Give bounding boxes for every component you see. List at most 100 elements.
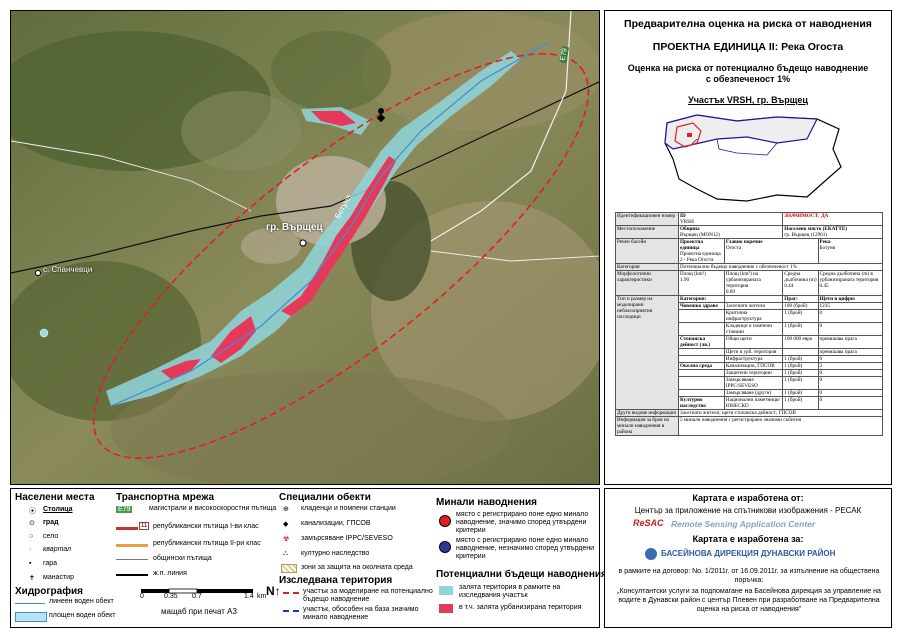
legend-town: град (43, 519, 59, 526)
impact-group: Културно наследство (678, 396, 725, 410)
urban-depth-head: Средна дълбочина (m) в урбанизираната те… (819, 271, 879, 283)
impact-item: Засегнати жители (723, 302, 784, 310)
impact-threshold: 1 (брой) (782, 389, 819, 397)
unit-value: Проектна единица 2 - Река Огоста (680, 251, 721, 263)
impact-group: Околна среда (678, 362, 725, 370)
monastery-icon: ✝ (29, 575, 35, 582)
urban-depth-value: 0.45 (819, 283, 829, 289)
impact-item: Канализации, ГПСОВ (723, 362, 784, 370)
scale-tick-14: 1.4 (244, 593, 254, 600)
past-label: Информация за броя на минали наводнения … (615, 416, 679, 436)
significance: ЗНАЧИМОСТ: ДА (782, 212, 883, 226)
legend-wells: кладенци и помпени станции (301, 505, 396, 512)
resac-logo: ReSAC (633, 518, 664, 528)
legend-capital: Столица (43, 506, 73, 513)
urban-flood-icon (439, 604, 453, 613)
legend-linear-water: линеен воден обект (49, 598, 114, 605)
impact-value: 0 (817, 396, 884, 410)
impact-value: превишава прага (817, 348, 884, 356)
subtitle-line2: с обезпеченост 1% (705, 74, 791, 84)
impact-item: Общи щети (723, 335, 784, 349)
study-boundary (92, 53, 590, 459)
info-panel: Предварителна оценка на риска от наводне… (604, 10, 892, 485)
impact-group (678, 348, 725, 356)
impact-row: Замърсяване (други)1 (брой)0 (616, 389, 884, 397)
scale-bar (141, 588, 253, 594)
town-marker (299, 239, 307, 247)
legend-model-section: участък за моделиране на потенциално бъд… (303, 588, 433, 603)
section-title: Участък VRSH, гр. Върщец (688, 95, 808, 105)
legend-past-section: участък, обособен на база значимо минало… (303, 606, 419, 621)
linear-water-icon (15, 603, 45, 604)
satellite-map[interactable] (11, 11, 600, 485)
study-title: Изследвана територия (279, 575, 393, 586)
road-class1-icon (116, 527, 138, 530)
impact-item: Критична инфраструктура (723, 309, 784, 323)
impact-group (678, 389, 725, 397)
model-section-icon (283, 592, 299, 594)
urban-value: 0.69 (725, 289, 735, 295)
municipality-value: Върщец (MON12) (680, 232, 720, 238)
monastery-marker (378, 108, 384, 114)
impact-label: Тип и размер на моделирани неблагоприятн… (615, 295, 679, 410)
impact-value: 0 (817, 389, 884, 397)
road-class2-icon (116, 544, 148, 547)
pollution-icon: ☢ (283, 536, 290, 543)
past-section-icon (283, 610, 299, 612)
impact-threshold (782, 348, 819, 356)
legend-monastery: манастир (43, 574, 74, 581)
id-label: Идентификационен номер (615, 212, 679, 226)
bulgaria-locator-map (664, 114, 842, 202)
scale-tick-0: 0 (140, 593, 144, 600)
unit-head: Проектна единица (680, 239, 703, 251)
legend-sewer: канализации, ГПСОВ (301, 520, 371, 527)
impact-value: 0 (817, 376, 884, 390)
heritage-icon: ⛬ (283, 550, 288, 557)
basin-logo-icon (645, 548, 657, 560)
scale-unit: km (257, 593, 267, 600)
municipal-road-icon (116, 559, 148, 560)
main-river-head: Главно поречие (725, 239, 763, 245)
impact-item: Национални паметници/ЮНЕСКО (723, 396, 784, 410)
legend-pollution: замърсяване IPPC/SEVESO (301, 535, 393, 542)
special-title: Специални обекти (279, 492, 371, 503)
settlement-head: Населено място (ЕКАТТЕ) (784, 226, 848, 232)
numbers-head: Щети в цифри: (817, 295, 884, 303)
river-line (110, 40, 552, 407)
impact-value: 2 (817, 362, 884, 370)
urban-head: Площ (km²) на урбанизираната територия (725, 271, 761, 289)
impact-item: Защитени територии (723, 369, 784, 377)
legend-panel: Населени места ⦿ Столица ⊙ град ○ село ·… (10, 488, 607, 628)
impact-threshold: 1 (брой) (782, 396, 819, 410)
road-badge-e79: Е79 (116, 506, 133, 513)
depth-value: 0.44 (784, 283, 794, 289)
legend-municipal-road: общински пътища (153, 555, 212, 562)
flood-area-icon (439, 586, 453, 595)
impact-item: Инфраструктура (723, 355, 784, 363)
resac-center: Център за приложение на спътникови изобр… (634, 506, 862, 515)
id-head: ID (680, 213, 686, 219)
morph-label: Морфологични характеристики (615, 270, 679, 296)
made-by-heading: Картата е изработена от: (692, 493, 804, 503)
basin-logo-text: БАСЕЙНОВА ДИРЕКЦИЯ ДУНАВСКИ РАЙОН (661, 549, 836, 558)
cat-head: Категория: (678, 295, 725, 303)
impact-threshold: 100 000 евро (782, 335, 819, 349)
river-value: Ботуня (819, 245, 836, 251)
legend-highway: магистрали и високоскоростни пътища (149, 505, 277, 512)
road-badge-11: 11 (139, 522, 150, 530)
legend-flood-area: залята територия в рамките на изследвани… (459, 584, 561, 599)
category-label: Категория (615, 263, 679, 271)
map-view[interactable]: гр. Върщец с. Спанчевци Ботуня Е79 (10, 10, 600, 485)
impact-value: 1235 (817, 302, 884, 310)
contract-text: в рамките на договор: No. 1/2011г. от 16… (618, 568, 880, 584)
project-text: „Консултантски услуги за подпомагане на … (617, 588, 881, 613)
impact-value: 0 (817, 322, 884, 336)
scale-caption: мащаб при печат А3 (161, 607, 237, 616)
impact-item: Замърсяване (други) (723, 389, 784, 397)
sewer-icon: ◆ (283, 521, 289, 528)
insignificant-flood-icon (439, 541, 451, 553)
credits-panel: Картата е изработена от: Център за прило… (604, 488, 892, 628)
impact-value: 0 (817, 369, 884, 377)
